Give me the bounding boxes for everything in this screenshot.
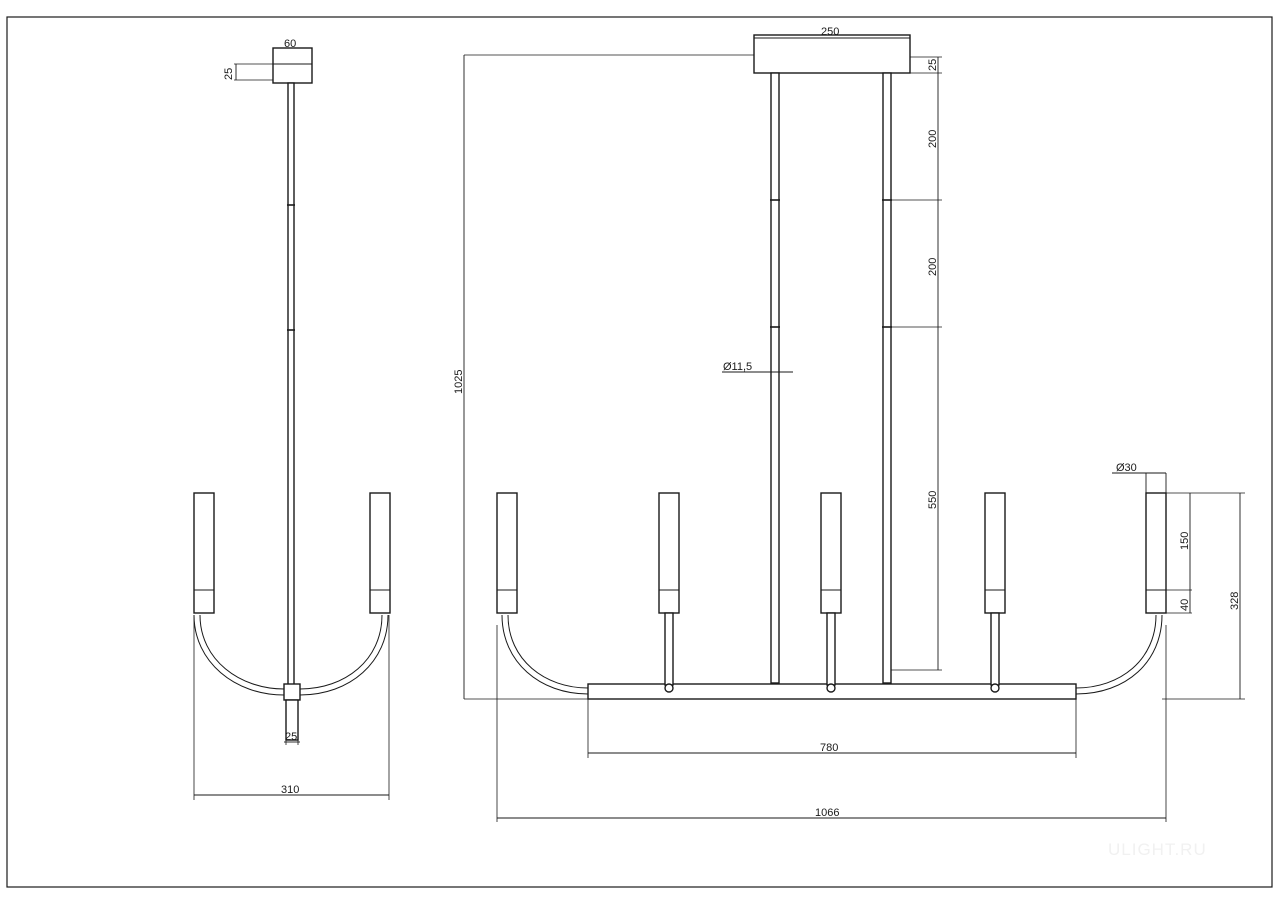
front-dim-overall-width: 1066 — [815, 807, 839, 819]
front-dim-rod-segment-3: 550 — [927, 491, 939, 509]
front-dim-canopy-width: 250 — [821, 26, 839, 38]
side-arm-left — [199, 614, 285, 690]
front-shade-5 — [1145, 492, 1167, 614]
front-shade-2 — [658, 492, 680, 614]
drawing-frame — [6, 16, 1273, 888]
front-arm-left — [507, 614, 589, 689]
side-shade-right — [369, 492, 391, 614]
front-rod-right — [882, 72, 892, 684]
side-dim-overall-width: 310 — [281, 784, 299, 796]
front-dim-bar-length: 780 — [820, 742, 838, 754]
front-dim-canopy-height: 25 — [927, 59, 939, 71]
side-dim-hub: 25 — [285, 731, 297, 743]
side-arm-right — [299, 614, 383, 690]
front-dim-shade-diameter: Ø30 — [1116, 462, 1137, 474]
front-dim-rod-segment-1: 200 — [927, 130, 939, 148]
side-shade-left — [193, 492, 215, 614]
front-dim-shade-height: 150 — [1179, 532, 1191, 550]
watermark: ULIGHT.RU — [1108, 840, 1207, 859]
side-dim-canopy-height: 25 — [223, 68, 235, 80]
front-rod-left — [770, 72, 780, 684]
front-view: 250 25 200 200 550 1025 Ø11,5 Ø30 150 40… — [453, 26, 1245, 822]
side-hub — [283, 683, 301, 701]
front-arm-right — [1075, 614, 1157, 689]
front-shade-4 — [984, 492, 1006, 614]
front-dim-shade-base: 40 — [1179, 599, 1191, 611]
side-rod — [287, 82, 295, 686]
side-stem — [285, 699, 299, 741]
side-dim-canopy-width: 60 — [284, 38, 296, 50]
front-shade-3 — [820, 492, 842, 614]
front-canopy — [753, 34, 911, 74]
front-dim-arm-height: 328 — [1229, 592, 1241, 610]
side-view: 60 25 25 310 — [193, 38, 391, 800]
front-dim-rod-segment-2: 200 — [927, 258, 939, 276]
front-dim-rod-diameter: Ø11,5 — [723, 361, 752, 373]
front-shade-1 — [496, 492, 518, 614]
front-dim-overall-height: 1025 — [453, 370, 465, 394]
side-canopy — [272, 47, 313, 84]
